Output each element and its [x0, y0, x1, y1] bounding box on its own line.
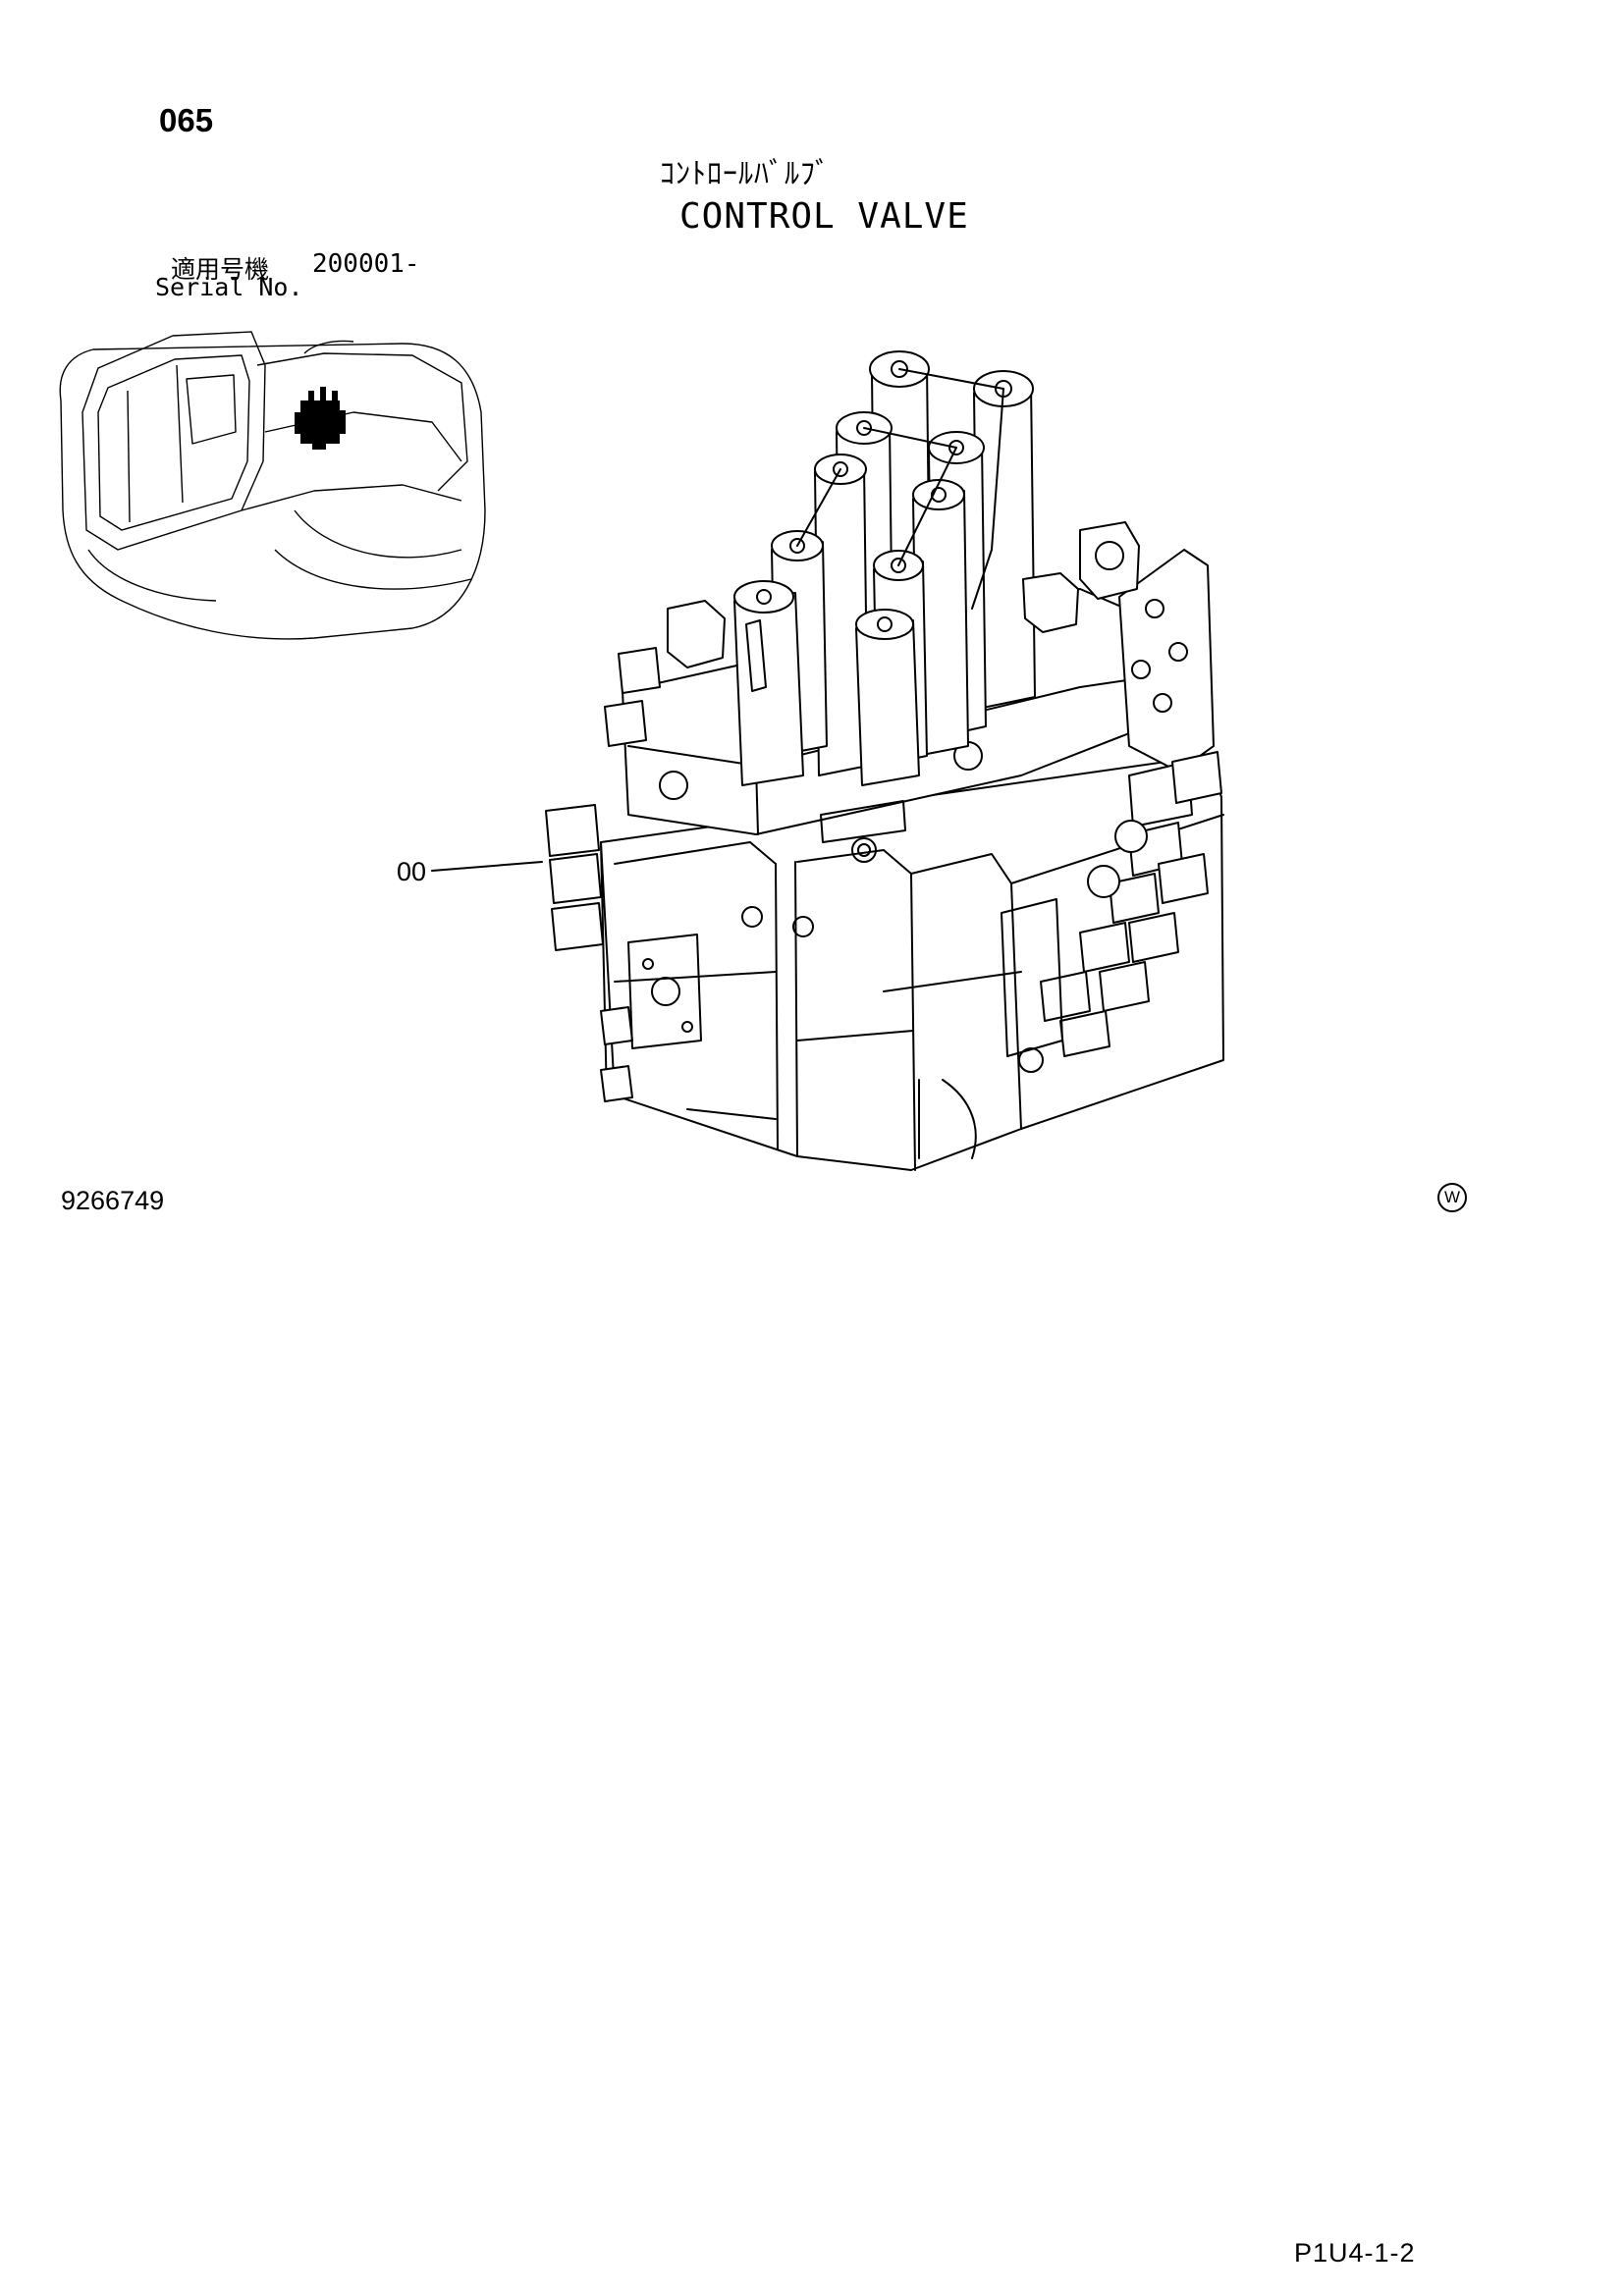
page-number: 065 [159, 102, 214, 138]
left-side-fittings [545, 647, 661, 1102]
serial-label-japanese: 適用号機 [171, 255, 270, 284]
right-side-fittings [1040, 751, 1222, 1057]
control-valve-location-mark [295, 387, 346, 450]
excavator-locator-illustration [59, 331, 486, 640]
title-english: CONTROL VALVE [679, 196, 969, 237]
drawing-number: 9266749 [61, 1186, 165, 1215]
part-callout-label: 00 [397, 857, 427, 886]
serial-label-english: Serial No. [155, 273, 303, 301]
title-japanese: ｺﾝﾄﾛｰﾙﾊﾞﾙﾌﾞ [660, 157, 831, 191]
part-leader-line [431, 861, 543, 872]
circled-w-mark: W [1437, 1183, 1467, 1212]
serial-number-value: 200001- [312, 249, 420, 279]
pilot-spool-caps [733, 350, 1036, 786]
page-reference: P1U4-1-2 [1294, 2238, 1416, 2268]
control-valve-drawing [545, 350, 1224, 1171]
